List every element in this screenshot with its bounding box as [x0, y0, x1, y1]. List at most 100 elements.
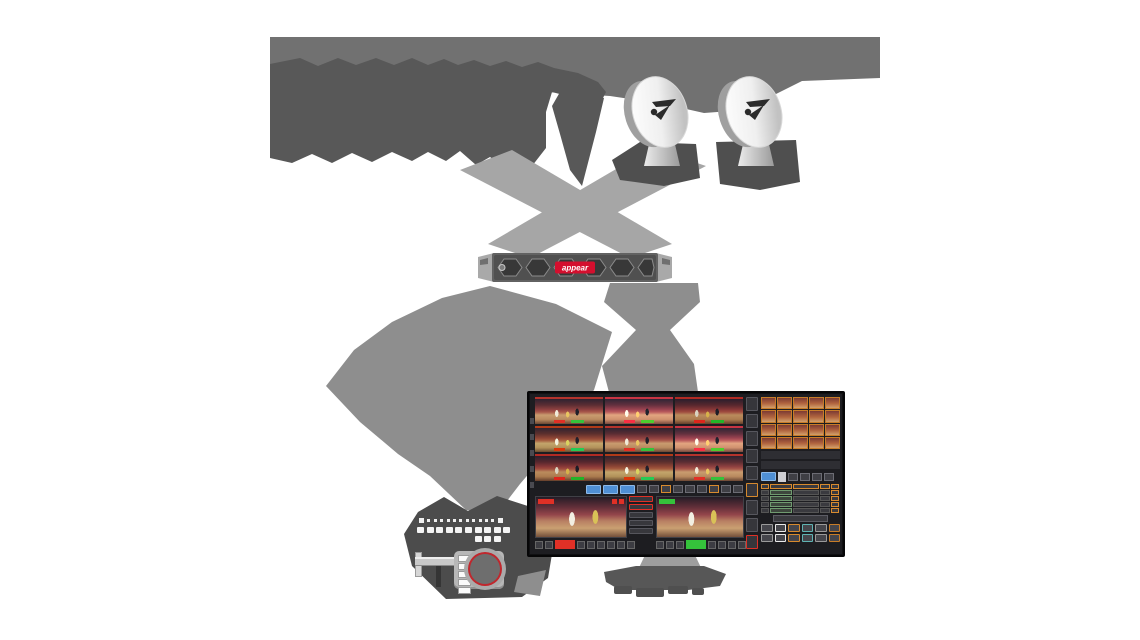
mid-button [629, 512, 653, 518]
switcher-control-panel [417, 517, 515, 542]
indicator-dot [446, 518, 450, 522]
macro-button-grid [761, 524, 840, 542]
production-monitor [527, 391, 845, 557]
camera-select-button [649, 485, 659, 493]
t-bar-stem [436, 566, 441, 587]
indicator-dot [478, 518, 482, 522]
shadow-headline-blob [270, 58, 606, 167]
key-row [417, 527, 515, 533]
rack-ear-notch [480, 258, 488, 265]
camera-thumbnail [535, 425, 603, 453]
panel-tool-button [812, 472, 822, 481]
jog-wheel [470, 554, 500, 584]
clip-thumbnail [793, 397, 808, 410]
playlist-row [761, 508, 840, 513]
replay-jog-controller [454, 551, 504, 594]
function-label-button [746, 448, 758, 463]
dish-logo-glyph [744, 99, 770, 120]
macro-button [815, 534, 827, 542]
indicator-dot [419, 517, 424, 523]
playlist-cell [820, 508, 830, 513]
clip-thumbnail [761, 410, 776, 423]
mid-button [629, 528, 653, 534]
camera-select-button [586, 484, 601, 494]
rec-indicator [538, 499, 554, 504]
transport-button [676, 540, 684, 549]
camera-thumbnail [605, 397, 673, 424]
transport-button [656, 540, 664, 549]
satellite-dish-2 [712, 68, 800, 177]
t-bar-arm [415, 557, 460, 566]
playlist-cell [770, 496, 792, 501]
camera-thumbnail [535, 397, 603, 424]
indicator-dot [433, 518, 437, 522]
transport-button [666, 540, 674, 549]
macro-button [761, 524, 773, 532]
panel-key [474, 536, 482, 542]
playlist-cell [761, 502, 769, 507]
clip-thumbnail [809, 436, 824, 449]
clip-thumbnail [825, 410, 840, 423]
jog-strip-button [458, 579, 471, 586]
transport-button [617, 540, 625, 549]
clip-thumbnail [825, 397, 840, 410]
caption-mark [692, 588, 704, 595]
transport-button [607, 540, 615, 549]
document-icon [778, 471, 786, 482]
playlist-table [761, 484, 840, 513]
clip-thumbnail [825, 436, 840, 449]
camera-thumbnail [675, 425, 743, 453]
camera-select-button [661, 485, 671, 493]
panel-key [493, 527, 501, 533]
transport-button [587, 540, 595, 549]
transport-button [597, 540, 605, 549]
transport-button [738, 540, 746, 549]
macro-button [828, 524, 840, 532]
macro-button [801, 524, 813, 532]
clip-thumbnail [777, 436, 792, 449]
macro-button [801, 534, 813, 542]
camera-thumbnail [605, 454, 673, 481]
macro-button [761, 534, 773, 542]
playlist-cell [793, 502, 819, 507]
jog-strip-button [458, 571, 471, 578]
transport-row-right [656, 540, 746, 549]
playlist-cell [761, 508, 769, 513]
camera-select-button [620, 484, 635, 494]
playlist-action-button [772, 515, 829, 522]
function-label-button [746, 397, 758, 412]
panel-key [494, 536, 501, 542]
playlist-cell [793, 508, 819, 513]
corner-wedge [514, 570, 546, 596]
function-label-button [746, 465, 758, 481]
rack-ear-left [478, 253, 494, 282]
transition-t-bar [412, 549, 460, 587]
edge-button [530, 434, 534, 440]
indicator-dot [459, 518, 463, 522]
clip-thumbnail [793, 436, 808, 449]
satellite-dish-1 [618, 68, 706, 177]
edge-button [530, 450, 534, 456]
caption-mark [636, 588, 664, 597]
arrow-device-to-monitor [602, 283, 700, 397]
replay-ui-screen [530, 394, 842, 554]
monitor-stand-base [604, 566, 726, 590]
mid-button [629, 520, 653, 526]
empty-bin-row [761, 451, 840, 459]
panel-key [474, 527, 482, 533]
caption-mark [668, 586, 688, 594]
empty-bin-row [761, 461, 840, 469]
program-preview [535, 496, 627, 538]
panel-key [455, 527, 463, 533]
caption-marks [614, 586, 704, 597]
panel-shadow-blob [404, 496, 554, 599]
clip-thumbnail [793, 410, 808, 423]
indicator-dot [484, 518, 488, 522]
camera-thumbnail [535, 454, 603, 481]
playlist-row [761, 490, 840, 495]
clip-thumbnail [761, 436, 776, 449]
camera-select-row [535, 484, 743, 494]
transport-button [728, 540, 736, 549]
rack-ear-right [656, 253, 672, 282]
camera-select-button [709, 485, 719, 493]
